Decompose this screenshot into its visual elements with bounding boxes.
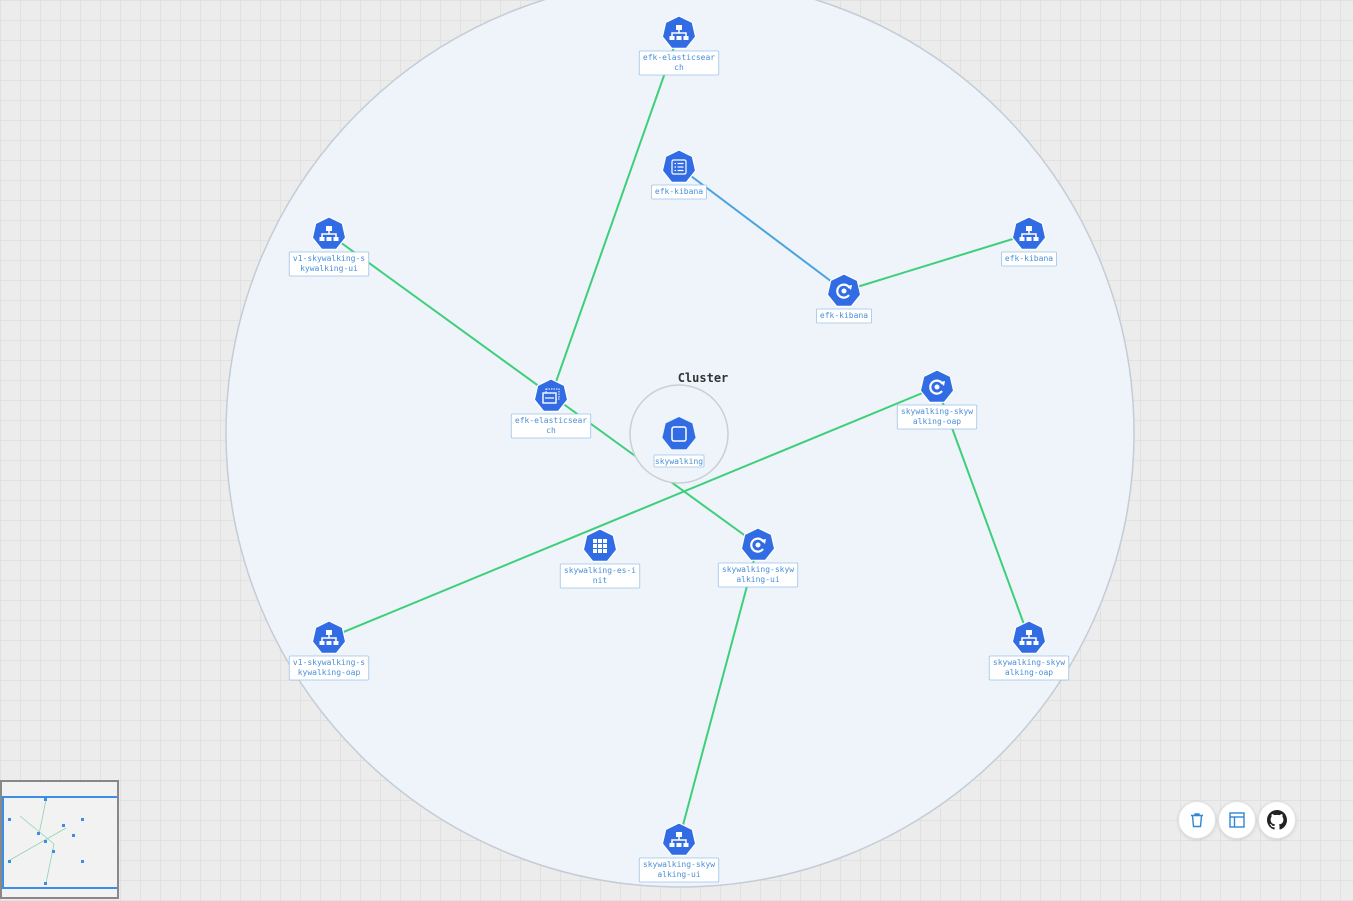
- node-label: efk-elasticsear: [515, 416, 587, 425]
- node-label-box: [288, 655, 370, 681]
- cluster-title: Cluster: [678, 371, 729, 385]
- node-n9[interactable]: skywalking-skywalking-ui: [717, 527, 799, 588]
- node-label: kywalking-ui: [300, 264, 358, 273]
- node-label: skywalking-skyw: [643, 860, 715, 869]
- github-button[interactable]: [1258, 801, 1296, 839]
- node-label: skywalking-es-i: [564, 566, 636, 575]
- service-icon: [661, 15, 697, 49]
- node-label: alking-ui: [736, 575, 780, 584]
- node-label: skywalking-skyw: [993, 658, 1065, 667]
- edge-n5-n4[interactable]: [843, 233, 1030, 292]
- deployment-icon: [826, 273, 862, 307]
- node-label: skywalking-skyw: [901, 407, 973, 416]
- delete-button[interactable]: [1178, 801, 1216, 839]
- node-n10[interactable]: v1-skywalking-skywalking-oap: [288, 620, 370, 681]
- minimap-graph: [8, 798, 84, 885]
- namespace-icon: [662, 417, 696, 450]
- node-n5[interactable]: efk-kibana: [816, 273, 872, 324]
- node-n3[interactable]: v1-skywalking-skywalking-ui: [288, 216, 370, 277]
- node-label-box: [816, 308, 872, 324]
- job-icon: [582, 528, 618, 562]
- node-label: alking-ui: [657, 870, 701, 879]
- nodes-layer: efk-elasticsearchefk-kibanav1-skywalking…: [288, 15, 1070, 883]
- cluster-center-label: skywalking: [655, 457, 703, 466]
- trash-icon: [1191, 813, 1203, 828]
- node-n11[interactable]: skywalking-skywalking-oap: [988, 620, 1070, 681]
- layout-icon: [1229, 812, 1245, 828]
- deployment-icon: [919, 369, 955, 403]
- edge-n7-n10[interactable]: [328, 386, 938, 639]
- service-icon: [311, 216, 347, 250]
- node-label-box: [638, 857, 720, 883]
- node-label-box: [288, 251, 370, 277]
- service-icon: [661, 822, 697, 856]
- node-label: efk-kibana: [1005, 254, 1053, 263]
- node-label-box: [559, 563, 641, 589]
- layout-button[interactable]: [1218, 801, 1256, 839]
- minimap[interactable]: [0, 780, 119, 899]
- edge-n9-n12[interactable]: [678, 544, 759, 841]
- service-icon: [1011, 216, 1047, 250]
- node-label-box: [896, 404, 978, 430]
- namespace-icon-inner: [671, 426, 687, 442]
- node-label-box: [717, 562, 799, 588]
- service-icon: [1011, 620, 1047, 654]
- edge-n1-n6[interactable]: [550, 32, 680, 397]
- node-label: kywalking-oap: [298, 668, 361, 677]
- node-label-box: [988, 655, 1070, 681]
- node-label: v1-skywalking-s: [293, 658, 365, 667]
- node-label-box: [1001, 251, 1057, 267]
- node-label: efk-kibana: [655, 187, 703, 196]
- node-label: ch: [674, 63, 684, 72]
- cluster-node[interactable]: skywalking: [653, 417, 705, 468]
- node-label: ch: [546, 426, 556, 435]
- node-label-box: [638, 50, 720, 76]
- statefulset-icon: [533, 378, 569, 412]
- node-label: efk-elasticsear: [643, 53, 715, 62]
- graph-toolbar: [1178, 800, 1298, 840]
- node-label: v1-skywalking-s: [293, 254, 365, 263]
- deployment-icon: [740, 527, 776, 561]
- node-n7[interactable]: skywalking-skywalking-oap: [896, 369, 978, 430]
- pod-icon: [661, 149, 697, 183]
- node-label-box: [651, 184, 707, 200]
- node-n4[interactable]: efk-kibana: [1001, 216, 1057, 267]
- node-n12[interactable]: skywalking-skywalking-ui: [638, 822, 720, 883]
- minimap-viewport[interactable]: [2, 796, 117, 889]
- node-label-box: [510, 413, 592, 439]
- cluster-label-box: [653, 454, 705, 468]
- node-label: skywalking-skyw: [722, 565, 794, 574]
- node-label: alking-oap: [1005, 668, 1053, 677]
- service-icon: [311, 620, 347, 654]
- node-label: alking-oap: [913, 417, 961, 426]
- node-label: nit: [593, 576, 608, 585]
- github-icon: [1267, 810, 1287, 830]
- node-n2[interactable]: efk-kibana: [651, 149, 707, 200]
- node-label: efk-kibana: [820, 311, 868, 320]
